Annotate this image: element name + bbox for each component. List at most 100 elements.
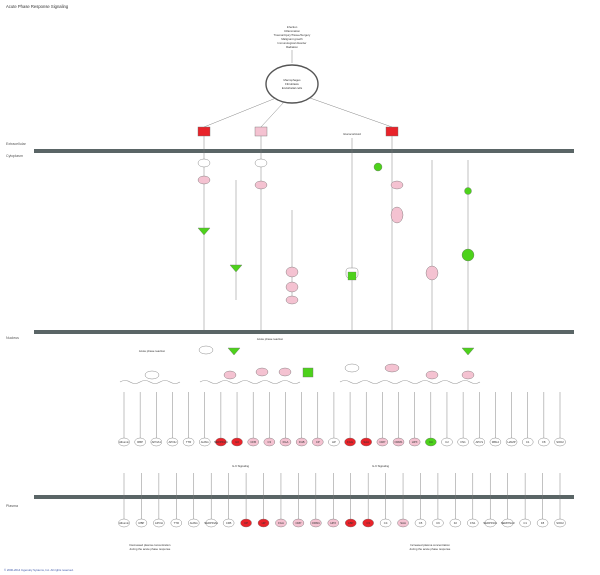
decreased-concentration-label: Decreased plasma concentration	[130, 543, 171, 547]
transcription-factor-node[interactable]	[198, 345, 214, 355]
gene-label: TTR	[174, 521, 179, 525]
transcription-factor-node[interactable]	[223, 370, 237, 380]
downregulated-node[interactable]	[464, 187, 472, 195]
signaling-node[interactable]	[285, 295, 299, 305]
cell-label: Fibroblasts	[285, 82, 299, 86]
gene-label: CFB	[250, 440, 256, 444]
gene-label: FGA	[278, 521, 284, 525]
gene-label: AHSG	[190, 521, 198, 525]
downregulated-node[interactable]	[347, 271, 357, 281]
gene-label: SOD2	[556, 521, 564, 525]
signaling-node[interactable]	[285, 266, 299, 278]
signaling-node[interactable]	[390, 206, 404, 224]
gene-label: SERPINC1	[483, 521, 497, 525]
gene-label: SOD2	[556, 440, 564, 444]
transcription-factor-node[interactable]	[144, 370, 160, 380]
gene-label: F8	[542, 440, 546, 444]
tnf-ligand-node[interactable]	[385, 126, 399, 137]
stimulus-line: Immunological disorder	[278, 41, 307, 45]
copyright-footer: © 2000-2014 Ingenuity Systems, Inc. All …	[4, 568, 74, 572]
transcription-factor-node[interactable]	[425, 370, 439, 380]
transcription-factor-node[interactable]	[384, 363, 400, 373]
gene-label: C5	[419, 521, 423, 525]
compartment-label-nucleus: Nucleus	[6, 336, 19, 340]
il6-ligand-node[interactable]	[254, 126, 268, 137]
gene-label: HP	[332, 440, 336, 444]
stimulus-line: Trauma/Injury/Tissue/Surgery	[274, 33, 311, 37]
gene-label: APOH	[155, 521, 163, 525]
gene-label: C3	[366, 521, 370, 525]
acute-phase-reaction-label: Acute phase reaction	[139, 349, 166, 353]
compartment-label-plasma: Plasma	[6, 504, 18, 508]
increased-concentration-label: Increased plasma concentration	[410, 543, 450, 547]
gene-label: TTR	[186, 440, 191, 444]
glucocorticoid-label: Glucocorticoid	[343, 132, 361, 136]
pathway-title: Acute Phase Response Signaling	[6, 4, 69, 9]
gene-label: C4	[384, 521, 388, 525]
dna-helix	[199, 380, 301, 384]
downregulated-node[interactable]	[227, 347, 241, 356]
transcription-factor-node[interactable]	[255, 367, 269, 377]
gene-label: CRP	[379, 440, 385, 444]
downregulated-node[interactable]	[461, 347, 475, 356]
stimulus-line: Infection	[287, 25, 298, 29]
gene-label: C9	[436, 521, 440, 525]
plasma-boundary	[34, 495, 574, 499]
gene-label: RBP	[137, 440, 143, 444]
compartment-label-cytoplasm: Cytoplasm	[6, 154, 23, 158]
downregulated-node[interactable]	[229, 264, 243, 273]
gene-label: FGG	[347, 440, 353, 444]
gene-label: HPX	[330, 521, 336, 525]
signaling-node[interactable]	[285, 281, 299, 293]
macrophage-cell-node[interactable]	[265, 64, 319, 104]
gene-label: ORM1	[394, 440, 403, 444]
cell-label: Macrophages	[284, 78, 302, 82]
gene-label: SERPINA1	[204, 521, 218, 525]
transcription-factor-node[interactable]	[344, 363, 360, 373]
cell-membrane	[34, 149, 574, 153]
stimulus-line: Radiation	[286, 45, 298, 49]
downregulated-node[interactable]	[461, 248, 475, 262]
gene-label: SAA	[400, 521, 406, 525]
il6-signaling-label: IL-6 Signaling	[372, 464, 390, 468]
acute-phase-reaction-label: Acute phase reaction	[257, 337, 284, 341]
nuclear-membrane	[34, 330, 574, 334]
gene-label: CP	[244, 521, 248, 525]
gene-label: SAA	[363, 440, 369, 444]
transcription-factor-node[interactable]	[461, 370, 475, 380]
gene-label: HPX	[412, 440, 418, 444]
gene-label: ORM1	[312, 521, 321, 525]
gene-label: FGB	[299, 440, 305, 444]
signaling-node[interactable]	[197, 175, 211, 185]
il1-ligand-node[interactable]	[197, 126, 211, 137]
gene-label: FN1	[470, 521, 476, 525]
downregulated-node[interactable]	[373, 162, 383, 172]
il6-signaling-label: IL-6 Signaling	[232, 464, 250, 468]
signaling-node[interactable]	[425, 265, 439, 281]
transcription-factor-node[interactable]	[278, 367, 292, 377]
gene-label: F8	[541, 521, 545, 525]
decreased-concentration-label: during the acute phase response	[130, 547, 171, 551]
gene-label: CFB	[226, 521, 232, 525]
signaling-node[interactable]	[390, 180, 404, 190]
signaling-node[interactable]	[254, 180, 268, 190]
signaling-node[interactable]	[197, 158, 211, 168]
gene-label: Albumin	[119, 521, 130, 525]
signaling-node[interactable]	[254, 158, 268, 168]
edge	[260, 101, 285, 128]
gene-label: CRP	[295, 521, 301, 525]
gene-label: SERPINA1	[214, 440, 228, 444]
downregulated-node[interactable]	[302, 367, 314, 378]
gene-label: AHSG	[201, 440, 209, 444]
gene-label: SERPINA3	[501, 521, 515, 525]
gene-label: C3	[268, 440, 272, 444]
gene-label: HP	[262, 521, 266, 525]
gene-label: IL6	[235, 440, 239, 444]
gene-label: C2	[445, 440, 449, 444]
downregulated-node[interactable]	[197, 227, 211, 236]
gene-label: APCS	[475, 440, 483, 444]
stimulus-line: Malignant growth	[281, 37, 303, 41]
